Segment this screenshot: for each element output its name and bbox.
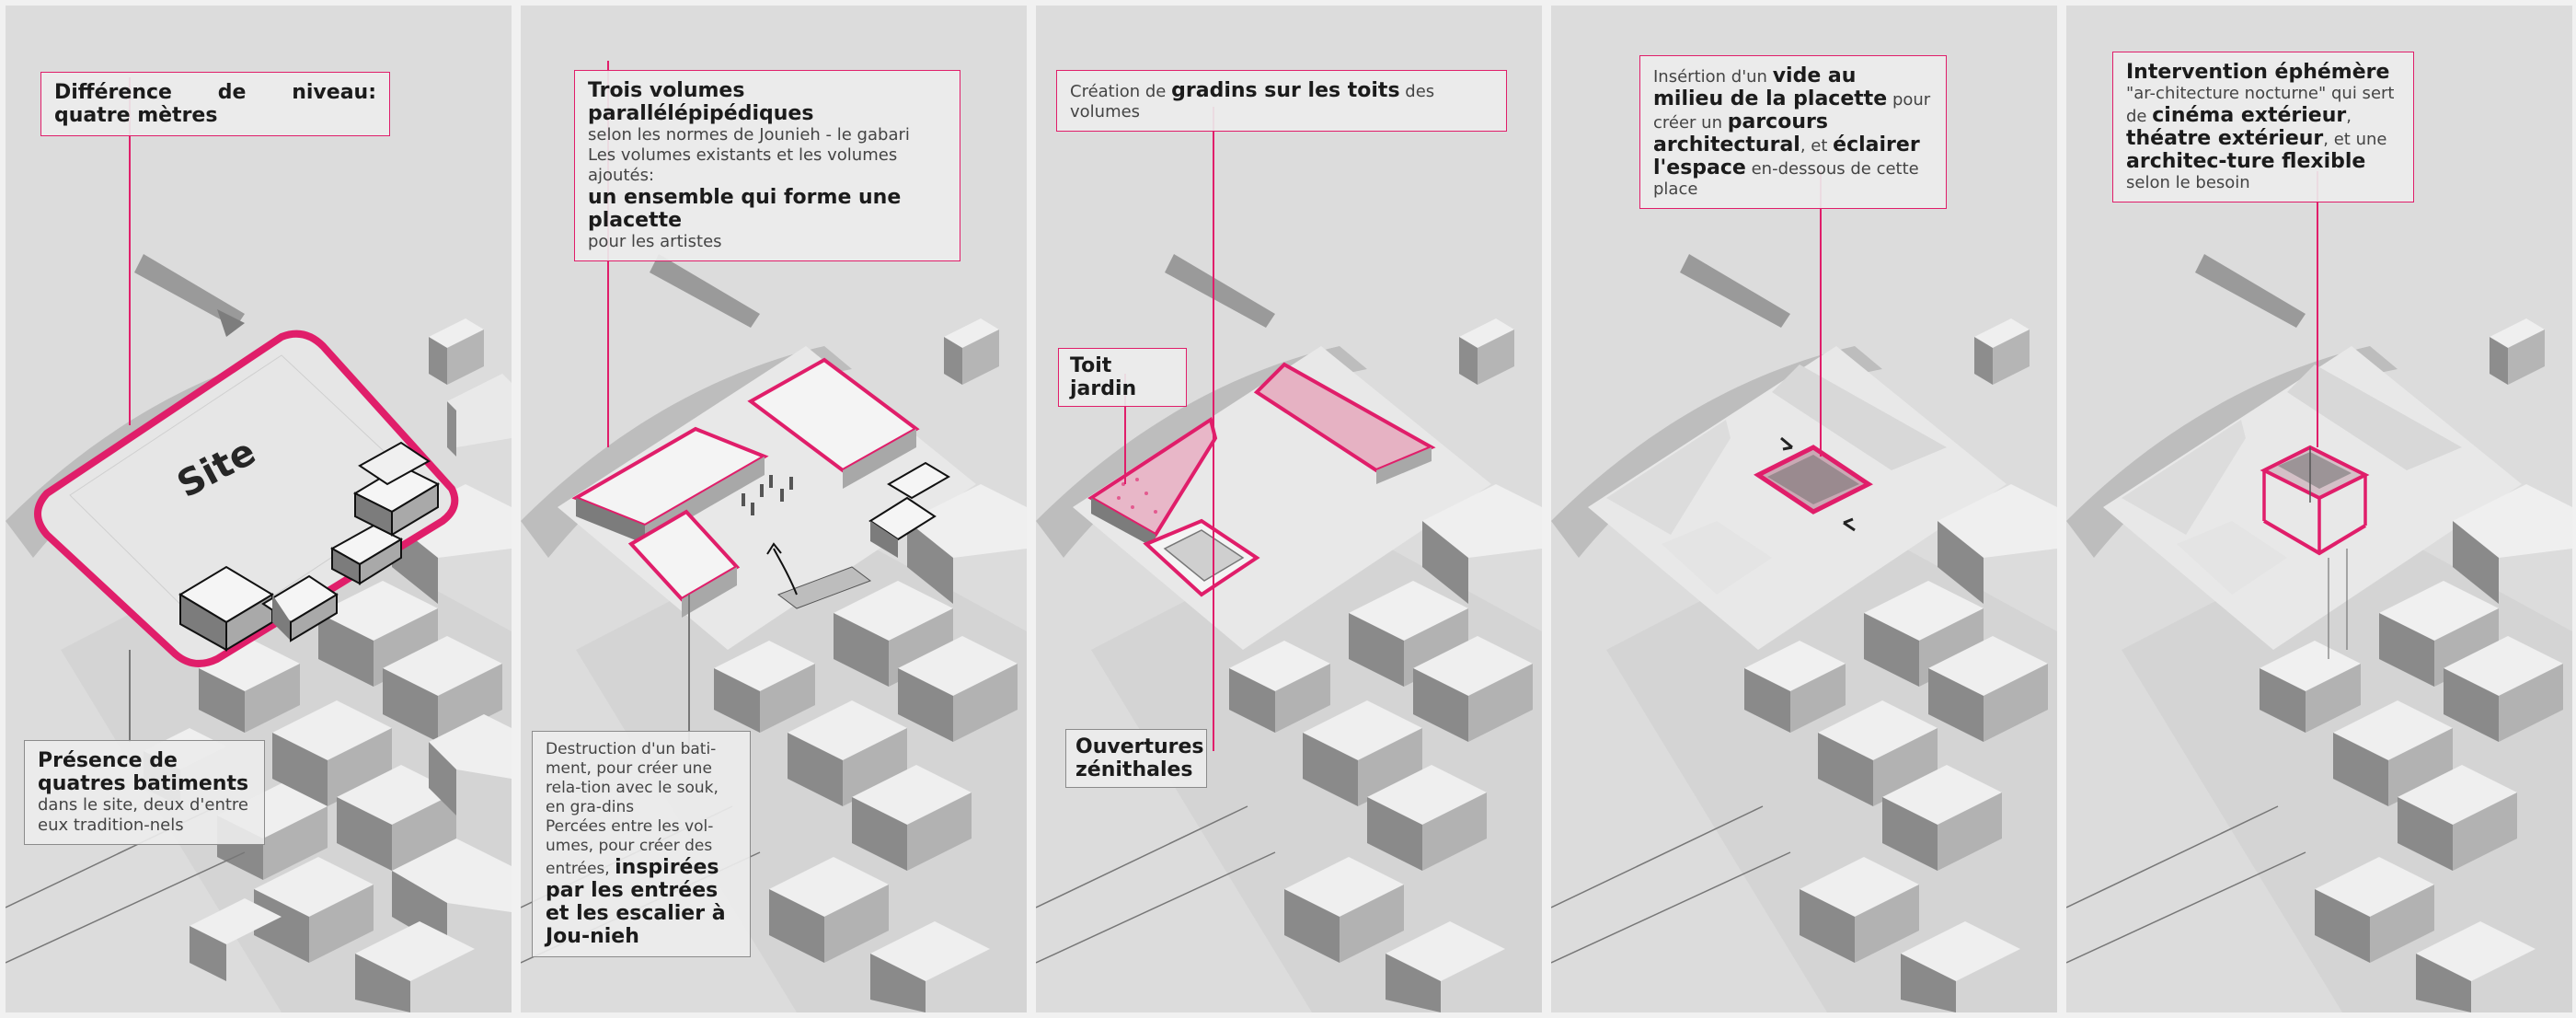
note-text: Création de <box>1070 82 1167 101</box>
note-bold-text: vide au milieu de la placette <box>1653 64 1888 110</box>
note-bold-text: éclairer l'espace <box>1653 133 1920 179</box>
void-note: Insértion d'un vide au milieu de la plac… <box>1639 55 1947 209</box>
site-axonometric <box>6 254 512 1012</box>
ephemeral-note: Intervention éphémère "ar-chitecture noc… <box>2112 52 2414 202</box>
panel-5-ephemeral: Intervention éphémère "ar-chitecture noc… <box>2066 6 2572 1012</box>
roof-garden-note: Toit jardin <box>1058 348 1187 407</box>
panel-4-void: Insértion d'un vide au milieu de la plac… <box>1551 6 2057 1012</box>
gradins-note: Création de gradins sur les toits des vo… <box>1056 70 1507 132</box>
note-text: des volumes <box>1070 82 1435 121</box>
existing-buildings-note: Présence de quatres batiments dans le si… <box>24 740 265 845</box>
note-text: selon les normes de Jounieh - le gabari <box>588 125 910 145</box>
note-bold-text: Trois volumes parallélépipédiques <box>588 79 814 125</box>
note-text: "ar-chitecture nocturne" qui sert de <box>2126 84 2395 126</box>
note-bold-text: théatre extérieur <box>2126 127 2324 150</box>
note-bold-text: Ouvertures zénithales <box>1075 735 1204 781</box>
level-difference-note: Différence de niveau: quatre mètres <box>40 72 390 136</box>
note-text: , <box>2346 107 2352 126</box>
note-text: Percées entre les vol-umes, pour créer d… <box>546 817 714 878</box>
note-bold-text: architec-ture flexible <box>2126 150 2366 173</box>
note-bold-text: Intervention éphémère <box>2126 61 2390 84</box>
destruction-note: Destruction d'un bati-ment, pour créer u… <box>532 731 751 957</box>
sloped-roof-volumes <box>1087 362 1436 597</box>
ephemeral-scaffold <box>2260 445 2370 659</box>
note-text: dans le site, deux d'entre eux tradition… <box>38 795 248 835</box>
panel-3-gradins: Création de gradins sur les toits des vo… <box>1036 6 1542 1012</box>
zenith-openings-note: Ouvertures zénithales <box>1065 729 1207 788</box>
note-text: Les volumes existants et les volumes ajo… <box>588 145 898 185</box>
note-bold-text: gradins sur les toits <box>1171 79 1400 102</box>
void-axonometric <box>1551 254 2057 1012</box>
note-text: Insértion d'un <box>1653 67 1767 87</box>
people-silhouettes <box>742 475 793 515</box>
site-outline <box>34 330 459 667</box>
leader-line <box>129 77 131 425</box>
note-text: selon le besoin <box>2126 173 2250 192</box>
note-bold-text: un ensemble qui forme une placette <box>588 186 902 232</box>
gradins-axonometric <box>1036 254 1542 1012</box>
roof-garden-dots <box>1117 478 1157 514</box>
new-volumes <box>571 357 950 618</box>
three-volumes-note: Trois volumes parallélépipédiques selon … <box>574 70 960 261</box>
panel-2-volumes: Trois volumes parallélépipédiques selon … <box>521 6 1027 1012</box>
note-text: pour créer un <box>1653 90 1931 133</box>
note-bold-text: Toit jardin <box>1070 354 1137 400</box>
existing-buildings <box>178 441 441 652</box>
note-text: pour les artistes <box>588 232 722 251</box>
leader-line <box>688 595 690 751</box>
leader-line <box>1213 107 1214 751</box>
leader-line <box>129 650 131 742</box>
note-bold-text: cinéma extérieur <box>2152 104 2347 127</box>
note-bold-text: Différence de niveau: quatre mètres <box>54 81 376 127</box>
note-text: , et une <box>2323 130 2387 149</box>
note-bold-text: inspirées par les entrées et les escalie… <box>546 856 726 948</box>
ephemeral-axonometric <box>2066 254 2572 1012</box>
central-void <box>1754 445 1873 515</box>
leader-line <box>1124 374 1126 484</box>
note-text: Destruction d'un bati-ment, pour créer u… <box>546 740 719 816</box>
note-bold-text: parcours architectural <box>1653 110 1828 156</box>
leader-line <box>1820 171 1822 457</box>
panel-1-site: Différence de niveau: quatre mètres Site… <box>6 6 512 1012</box>
note-bold-text: Présence de quatres batiments <box>38 749 249 795</box>
leader-line <box>2317 171 2318 447</box>
note-text: en-dessous de cette place <box>1653 159 1919 199</box>
note-text: , et <box>1800 136 1828 156</box>
